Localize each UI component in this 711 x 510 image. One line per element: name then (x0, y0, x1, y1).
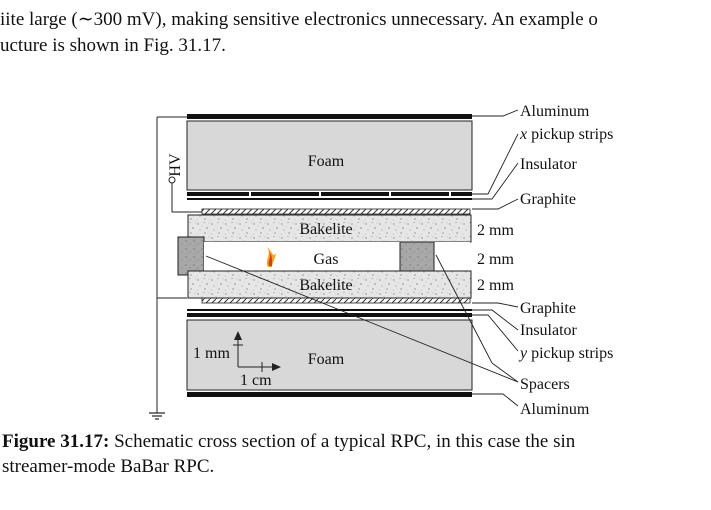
label-graphite-top: Graphite (520, 191, 576, 208)
insulator-top-layer (187, 198, 472, 200)
spacer-button (399, 241, 435, 272)
streamer-spark-icon (266, 247, 276, 267)
label-insulator-bottom: Insulator (520, 322, 578, 339)
bakelite-bottom-layer (187, 270, 472, 299)
foam-bottom-layer (186, 319, 473, 391)
label-graphite-bottom: Graphite (520, 300, 576, 317)
foam-bottom-label: Foam (308, 351, 345, 368)
label-aluminum-bottom: Aluminum (520, 401, 590, 418)
figure-caption-line-1: Figure 31.17: Schematic cross section of… (2, 431, 575, 453)
bakelite-top-layer (187, 214, 472, 243)
leader-lines (205, 109, 519, 407)
side-frame (177, 236, 205, 276)
label-x-pickup-strips: x pickup strips (519, 126, 613, 143)
body-text-line-1: iite large (∼300 mV), making sensitive e… (0, 9, 598, 30)
gap-label-top: 2 mm (477, 222, 514, 239)
label-spacers: Spacers (520, 376, 570, 393)
gap-label-mid: 2 mm (477, 251, 514, 268)
figure-caption-line-2: streamer-mode BaBar RPC. (2, 456, 215, 477)
aluminum-bottom-layer (187, 392, 472, 397)
insulator-bottom-layer (187, 309, 472, 311)
hv-circuit: HV (149, 116, 202, 420)
graphite-bottom-layer (201, 297, 471, 304)
hv-terminal-icon (168, 176, 176, 184)
foam-top-layer (186, 120, 473, 191)
rpc-cross-section-figure: HV Foam Bakelite Gas Bakelite (149, 103, 613, 420)
figure-caption-label: Figure 31.17: (2, 431, 110, 452)
scale-bar (233, 331, 281, 372)
bakelite-bottom-label: Bakelite (299, 277, 352, 294)
label-aluminum-top: Aluminum (520, 103, 590, 120)
body-text-line-2: ucture is shown in Fig. 31.17. (0, 35, 226, 56)
y-pickup-strips (187, 313, 472, 317)
scale-cm-label: 1 cm (240, 372, 272, 389)
figure-caption-text: Schematic cross section of a typical RPC… (109, 431, 576, 452)
hv-label: HV (167, 153, 184, 177)
x-pickup-strips (187, 192, 472, 196)
ground-icon (149, 412, 165, 420)
bakelite-top-label: Bakelite (299, 221, 352, 238)
gap-label-bottom: 2 mm (477, 277, 514, 294)
foam-top-label: Foam (308, 153, 345, 170)
label-y-pickup-strips: y pickup strips (518, 345, 613, 362)
aluminum-top-layer (187, 114, 472, 119)
scale-mm-label: 1 mm (193, 345, 230, 362)
graphite-top-layer (201, 208, 471, 215)
gas-label: Gas (314, 251, 339, 268)
label-insulator-top: Insulator (520, 156, 578, 173)
